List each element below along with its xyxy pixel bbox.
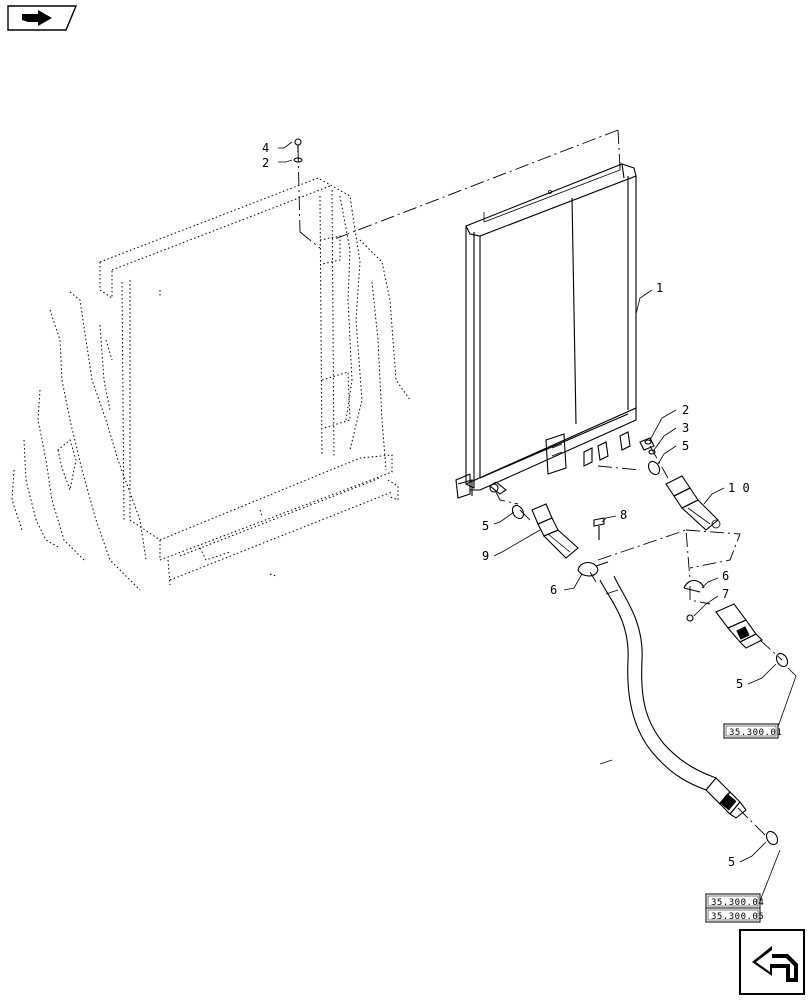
reference-label-c: 35.300.05 [711,912,764,922]
next-page-arrow-icon[interactable] [739,929,805,995]
callout-10: 1 0 [728,481,750,495]
o-ring-item-5-mid[interactable] [774,651,790,668]
callout-6-right: 6 [722,569,729,583]
cooler-port-fitting-right[interactable] [639,437,655,451]
bolt-item-4[interactable] [294,138,302,152]
o-ring-item-5-bottom[interactable] [764,829,780,846]
machine-frame-outline [11,177,411,591]
bolt-item-8[interactable] [593,517,605,540]
callout-6-left: 6 [550,583,557,597]
callout-5-right-top: 5 [682,439,689,453]
callout-8: 8 [620,508,627,522]
callout-5-bottom: 5 [728,855,735,869]
reference-label-b: 35.300.04 [711,898,764,908]
o-ring-item-5-right[interactable] [646,459,662,476]
callout-4: 4 [262,141,269,155]
reference-label-a: 35.300.01 [729,728,782,738]
callout-7: 7 [722,587,729,601]
hydraulic-hose[interactable] [599,575,747,819]
callout-5-mid-right: 5 [736,677,743,691]
hose-coupling-right[interactable] [715,603,763,649]
washer-item-2-top[interactable] [293,157,303,163]
reference-box-b[interactable]: 35.300.04 [705,893,764,909]
nut-item-7[interactable] [686,614,694,622]
hose-fitting-item-10[interactable] [665,475,721,531]
callout-9: 9 [482,549,489,563]
reference-box-a[interactable]: 35.300.01 [723,723,782,739]
o-ring-item-5-left[interactable] [510,503,526,520]
oil-cooler[interactable] [455,162,637,499]
clamp-item-6-right[interactable] [683,579,705,593]
callout-2-top: 2 [262,156,269,170]
callout-labels: 4 2 1 2 3 5 1 0 5 8 9 6 6 7 5 5 [262,141,750,869]
callout-3: 3 [682,421,689,435]
reference-box-c[interactable]: 35.300.05 [705,907,764,923]
washer-item-2-right[interactable] [644,439,652,445]
callout-5-left: 5 [482,519,489,533]
callout-2-right: 2 [682,403,689,417]
callout-1: 1 [656,281,663,295]
bolt-item-3[interactable] [648,449,656,455]
cooler-port-fitting-left[interactable] [489,481,507,495]
leader-lines [278,141,797,907]
back-arrow-icon[interactable] [7,5,78,31]
alignment-lines [297,129,783,839]
clamp-item-6-left[interactable] [577,561,609,577]
hose-fitting-item-9[interactable] [531,503,579,559]
